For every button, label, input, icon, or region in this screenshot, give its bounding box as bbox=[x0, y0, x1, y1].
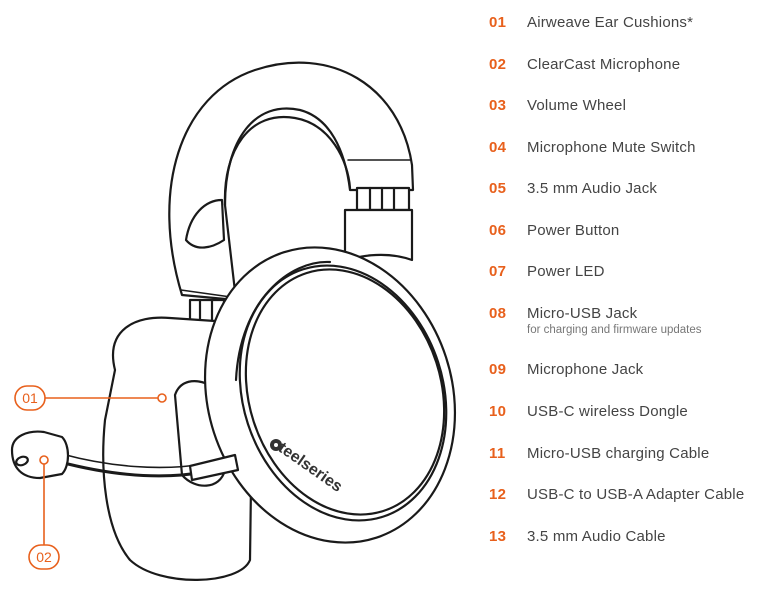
brand-logo-icon bbox=[270, 439, 282, 451]
part-number: 05 bbox=[489, 180, 507, 197]
callout-01-label: 01 bbox=[22, 390, 38, 406]
part-number: 08 bbox=[489, 305, 507, 322]
callout-02: 02 bbox=[28, 455, 60, 570]
part-name: 3.5 mm Audio Cable bbox=[527, 528, 666, 545]
part-name: USB-C wireless Dongle bbox=[527, 403, 688, 420]
part-name: Volume Wheel bbox=[527, 97, 627, 114]
part-name: Microphone Mute Switch bbox=[527, 139, 696, 156]
part-number: 02 bbox=[489, 56, 507, 73]
part-number: 11 bbox=[489, 445, 506, 462]
part-note: for charging and firmware updates bbox=[527, 324, 702, 336]
right-slider bbox=[355, 186, 411, 212]
part-name: ClearCast Microphone bbox=[527, 56, 681, 73]
callout-01: 01 bbox=[14, 385, 167, 411]
callout-02-label: 02 bbox=[36, 549, 52, 565]
headset-illustration: steelseries 01 02 bbox=[10, 61, 457, 581]
microphone-boom bbox=[10, 430, 240, 482]
right-earcup bbox=[203, 246, 457, 544]
part-name: Micro-USB Jack bbox=[527, 305, 638, 322]
part-name: Power LED bbox=[527, 263, 605, 280]
part-name: USB-C to USB-A Adapter Cable bbox=[527, 486, 745, 503]
part-number: 07 bbox=[489, 263, 507, 280]
part-number: 01 bbox=[489, 14, 507, 31]
part-name: 3.5 mm Audio Jack bbox=[527, 180, 658, 197]
part-name: Airweave Ear Cushions* bbox=[527, 14, 694, 31]
part-number: 13 bbox=[489, 528, 507, 545]
part-name: Power Button bbox=[527, 222, 620, 239]
part-number: 12 bbox=[489, 486, 507, 503]
part-number: 04 bbox=[489, 139, 507, 156]
part-number: 09 bbox=[489, 361, 507, 378]
part-name: Micro-USB charging Cable bbox=[527, 445, 710, 462]
part-name: Microphone Jack bbox=[527, 361, 644, 378]
part-number: 10 bbox=[489, 403, 507, 420]
part-number: 06 bbox=[489, 222, 507, 239]
part-number: 03 bbox=[489, 97, 507, 114]
parts-list: 01 Airweave Ear Cushions* 02 ClearCast M… bbox=[489, 0, 773, 593]
